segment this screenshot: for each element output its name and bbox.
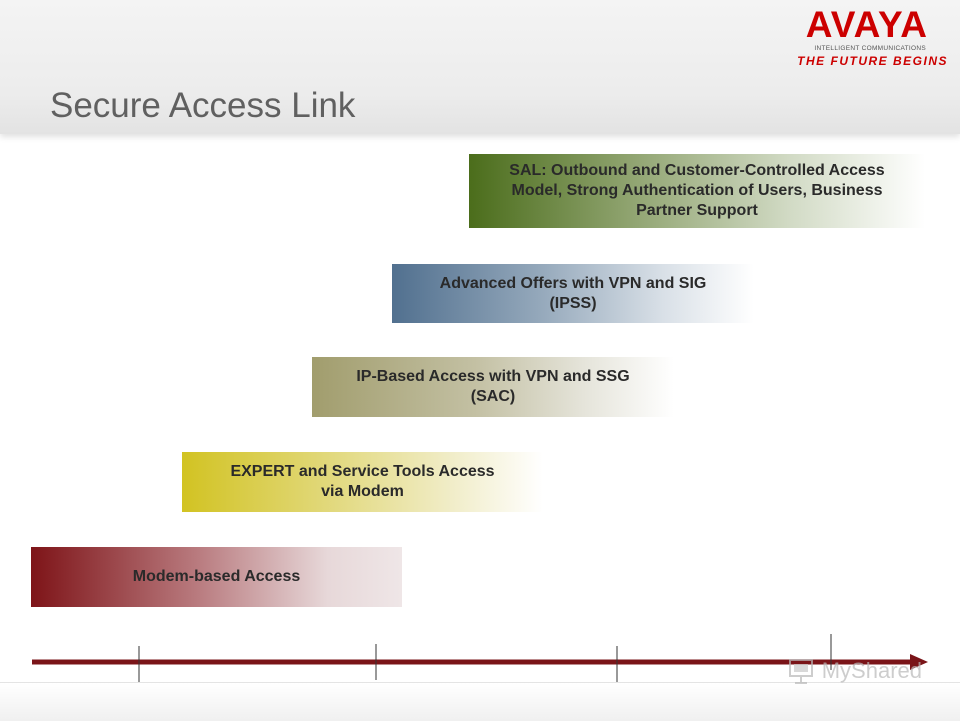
stage-label-line: Modem-based Access	[132, 568, 301, 585]
timeline-arrowhead	[910, 654, 928, 670]
timeline	[32, 634, 928, 682]
stage-label-line: Advanced Offers with VPN and SIG	[439, 274, 707, 292]
presentation-icon	[788, 659, 813, 684]
watermark: MyShared	[788, 656, 922, 686]
stage-label-line: IP-Based Access with VPN and SSG	[356, 368, 630, 385]
stage-label-line: Model, Strong Authentication of Users, B…	[511, 182, 883, 199]
stage-expert-service-tools: EXPERT and Service Tools Access via Mode…	[182, 452, 543, 512]
stage-ip-based-access: IP-Based Access with VPN and SSG (SAC)	[312, 357, 674, 417]
avaya-logo: AVAYA INTELLIGENT COMMUNICATIONS THE FUT…	[708, 4, 948, 74]
watermark-text: MyShared	[821, 658, 922, 683]
stage-label-line: SAL: Outbound and Customer-Controlled Ac…	[509, 162, 885, 179]
footer-band	[0, 682, 960, 721]
slide-title: Secure Access Link	[50, 86, 356, 125]
brand-name: AVAYA	[805, 4, 928, 45]
header-band	[0, 0, 960, 134]
stage-modem-based-access: Modem-based Access	[31, 547, 402, 607]
stage-label-line: Partner Support	[636, 202, 758, 219]
stage-label-line: EXPERT and Service Tools Access	[230, 463, 495, 480]
stage-advanced-offers: Advanced Offers with VPN and SIG (IPSS)	[392, 264, 754, 323]
stage-label-line: via Modem	[321, 483, 404, 500]
stage-label-line: (IPSS)	[549, 294, 597, 312]
brand-tagline: THE FUTURE BEGINS	[797, 54, 948, 68]
stage-sal: SAL: Outbound and Customer-Controlled Ac…	[469, 154, 925, 228]
brand-subline: INTELLIGENT COMMUNICATIONS	[814, 45, 926, 52]
stage-label-line: (SAC)	[470, 388, 516, 405]
